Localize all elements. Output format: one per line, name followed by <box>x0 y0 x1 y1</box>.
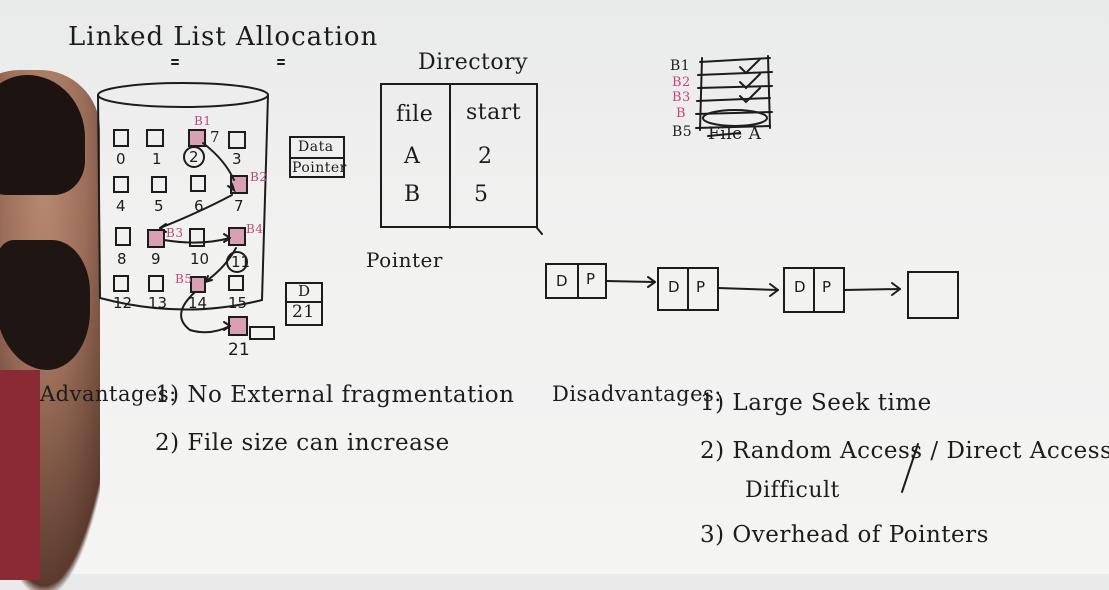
block-marker: B3 <box>166 226 184 240</box>
directory-cell-start: 5 <box>474 182 489 207</box>
stack-label: B3 <box>672 90 691 105</box>
disadvantage-item: Difficult <box>745 478 840 503</box>
stack-label: B5 <box>672 124 693 140</box>
disk-block-number: 8 <box>117 250 127 268</box>
block-marker: B4 <box>246 222 264 236</box>
block-marker: 7 <box>210 128 221 146</box>
directory-cell-start: 2 <box>478 144 493 169</box>
page-title: Linked List Allocation <box>68 22 379 52</box>
side-block-top: D <box>298 282 311 300</box>
presenter-shirt <box>0 370 40 580</box>
advantages-heading: Advantages: <box>40 382 177 406</box>
node-data-letter: D <box>668 278 680 296</box>
disadvantage-item: 2) Random Access / Direct Access <box>700 438 1109 464</box>
node-pointer-letter: P <box>586 270 596 288</box>
disk-block-number: 12 <box>113 294 133 312</box>
node-data-letter: D <box>794 278 806 296</box>
node-pointer-letter: P <box>822 278 832 296</box>
disadvantage-item: 1) Large Seek time <box>700 390 932 416</box>
stack-label: B <box>676 106 687 121</box>
stack-label: B1 <box>670 58 691 74</box>
directory-header-start: start <box>466 100 522 125</box>
whiteboard-drawing <box>97 55 959 493</box>
disk-block-number: 7 <box>234 197 244 215</box>
stack-caption: File A <box>708 124 762 144</box>
disadvantages-heading: Disadvantages: <box>552 382 722 406</box>
disk-block-number: 2 <box>189 148 199 166</box>
directory-header-file: file <box>396 102 434 127</box>
directory-title: Directory <box>418 50 529 75</box>
directory-cell-file: A <box>404 144 421 169</box>
disk-block-number: 3 <box>232 150 242 168</box>
node-pointer-letter: P <box>696 278 706 296</box>
disk-block-number: 6 <box>194 197 204 215</box>
advantage-item: 2) File size can increase <box>155 430 450 456</box>
disk-block-number: 15 <box>228 294 248 312</box>
disk-block-number: 14 <box>188 294 208 312</box>
disk-block-number: 11 <box>231 253 251 271</box>
disk-block-number: 13 <box>148 294 168 312</box>
side-block-box <box>285 282 323 326</box>
block-legend-data: Data <box>298 139 334 155</box>
block-marker: B2 <box>250 170 268 184</box>
disk-block-number: 4 <box>116 197 126 215</box>
side-block-bottom: 21 <box>292 302 315 322</box>
disk-block-number: 9 <box>151 250 161 268</box>
directory-table-frame <box>380 83 538 228</box>
linked-node-box <box>545 263 607 299</box>
disk-block-number: 5 <box>154 197 164 215</box>
disk-block-number: 10 <box>190 250 210 268</box>
disk-block-number: 1 <box>152 150 162 168</box>
linked-null-box <box>907 271 959 319</box>
block-marker: B5 <box>175 272 193 286</box>
advantage-item: 1) No External fragmentation <box>155 382 515 408</box>
block-legend-pointer: Pointer <box>292 160 347 176</box>
disk-block-number: 0 <box>116 150 126 168</box>
directory-cell-file: B <box>404 182 421 207</box>
disadvantage-item: 3) Overhead of Pointers <box>700 522 989 548</box>
presenter-beard <box>0 240 90 370</box>
disk-block-number: 21 <box>228 340 250 360</box>
node-data-letter: D <box>556 272 568 290</box>
pointer-label: Pointer <box>366 248 443 272</box>
disk-top-ellipse <box>97 82 269 108</box>
block-marker: B1 <box>194 114 212 128</box>
stack-label: B2 <box>672 75 691 90</box>
